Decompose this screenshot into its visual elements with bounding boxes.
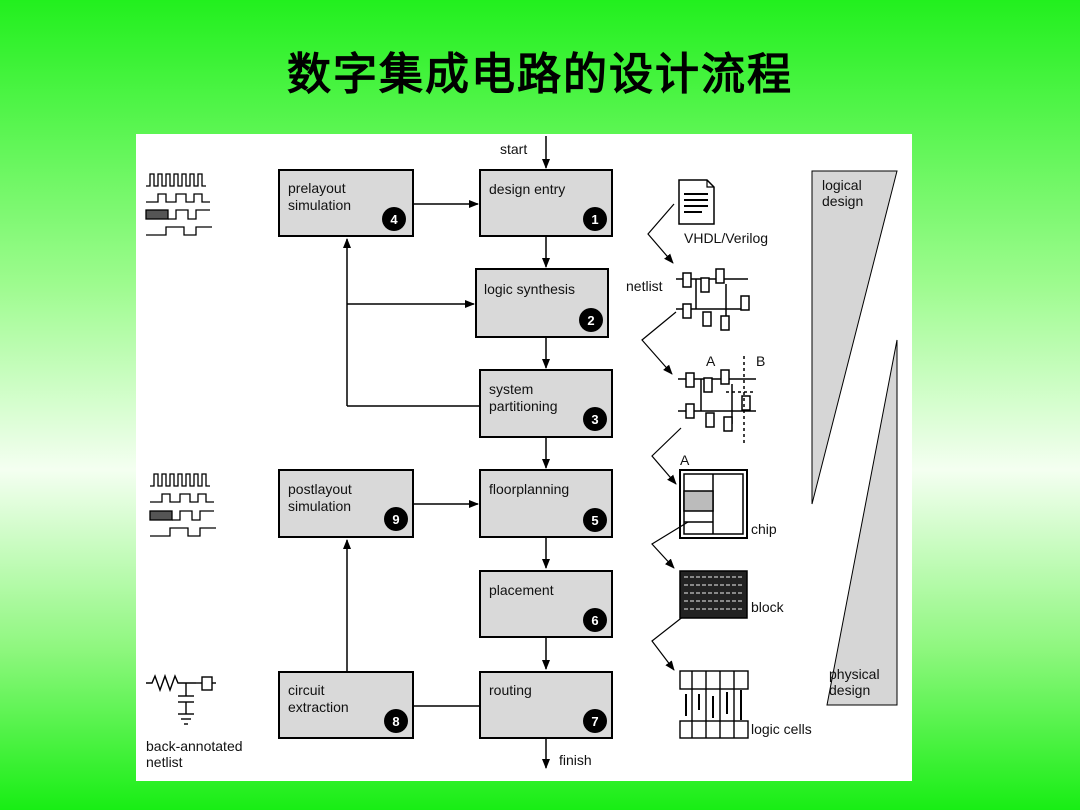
step-label: extraction: [288, 699, 349, 715]
block-label: block: [751, 599, 785, 615]
chip-icon: [679, 469, 748, 539]
partitioned-netlist-icon: [678, 356, 756, 444]
waveform-icon: [145, 173, 212, 236]
document-icon: [678, 179, 715, 225]
step-box-circuit-extraction: circuit extraction 8: [278, 671, 414, 739]
step-box-prelayout-simulation: prelayout simulation 4: [278, 169, 414, 237]
start-label: start: [500, 141, 527, 157]
step-number: 1: [591, 212, 598, 227]
chip-a-label: A: [680, 452, 690, 468]
physical-design-label: design: [829, 682, 870, 698]
block-icon: [679, 570, 748, 619]
partition-a-label: A: [706, 353, 716, 369]
logical-design-label: design: [822, 193, 863, 209]
step-number: 2: [587, 313, 594, 328]
step-number: 8: [392, 714, 399, 729]
connector-lines: [641, 203, 690, 671]
step-label: routing: [489, 682, 532, 698]
step-label: floorplanning: [489, 481, 569, 497]
step-number: 6: [591, 613, 598, 628]
step-box-postlayout-simulation: postlayout simulation 9: [278, 469, 414, 538]
step-box-routing: routing 7: [479, 671, 613, 739]
back-annotated-label: back-annotated: [146, 738, 243, 754]
step-box-logic-synthesis: logic synthesis 2: [475, 268, 609, 338]
waveform-icon: [149, 473, 216, 537]
back-annotated-label: netlist: [146, 754, 183, 770]
step-label: prelayout: [288, 180, 346, 196]
step-label: simulation: [288, 498, 351, 514]
netlist-icon: [676, 268, 750, 331]
logic-cells-label: logic cells: [751, 721, 812, 737]
chip-label: chip: [751, 521, 777, 537]
step-label: partitioning: [489, 398, 558, 414]
partition-b-label: B: [756, 353, 765, 369]
step-label: simulation: [288, 197, 351, 213]
step-label: placement: [489, 582, 554, 598]
step-number: 7: [591, 714, 598, 729]
physical-design-bar: physical design: [826, 339, 898, 706]
design-flow-diagram: start finish design entry 1 logic synthe…: [136, 134, 912, 781]
finish-label: finish: [559, 752, 592, 768]
rc-circuit-icon: [146, 673, 216, 725]
step-box-placement: placement 6: [479, 570, 613, 638]
logical-design-bar: logical design: [811, 170, 898, 505]
step-label: logic synthesis: [484, 281, 575, 297]
step-number: 3: [591, 412, 598, 427]
flow-connectors: [343, 136, 550, 769]
netlist-label: netlist: [626, 278, 663, 294]
step-label: circuit: [288, 682, 325, 698]
step-box-system-partitioning: system partitioning 3: [479, 369, 613, 438]
logic-cells-icon: [679, 670, 749, 739]
step-box-floorplanning: floorplanning 5: [479, 469, 613, 538]
slide-title: 数字集成电路的设计流程: [287, 49, 793, 100]
vhdl-label: VHDL/Verilog: [684, 230, 768, 246]
step-label: design entry: [489, 181, 565, 197]
step-label: postlayout: [288, 481, 352, 497]
step-number: 4: [390, 212, 398, 227]
step-number: 5: [591, 513, 598, 528]
logical-design-label: logical: [822, 177, 862, 193]
step-label: system: [489, 381, 533, 397]
step-box-design-entry: design entry 1: [479, 169, 613, 237]
step-number: 9: [392, 512, 399, 527]
physical-design-label: physical: [829, 666, 880, 682]
